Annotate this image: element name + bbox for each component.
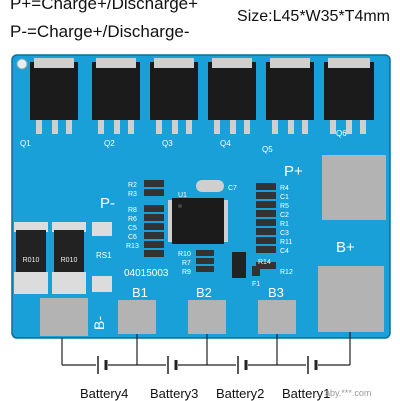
pad-b2 (188, 300, 226, 334)
label-q5: Q5 (262, 145, 273, 154)
label-c3: C3 (280, 230, 289, 237)
label-r14: R14 (258, 259, 271, 266)
label-r12: R12 (280, 269, 293, 276)
label-c2: C2 (280, 212, 289, 219)
label-r11: R11 (280, 239, 292, 246)
resistor-marking-2: R010 (61, 257, 78, 264)
battery-label-1: Battery1 (282, 386, 331, 401)
label-q3: Q3 (162, 139, 173, 148)
label-b-plus: B+ (336, 239, 355, 256)
pad-b-plus (318, 266, 384, 332)
label-r1: R1 (280, 221, 289, 228)
label-r13: R13 (126, 243, 139, 250)
battery-wiring (61, 332, 351, 366)
lower-smd-group (196, 250, 260, 278)
label-r8: R8 (128, 207, 137, 214)
ic-u1 (168, 198, 228, 244)
right-smd-column (256, 183, 276, 269)
size-label: Size:L45*W35*T4mm (237, 8, 390, 25)
label-r7: R7 (182, 260, 191, 267)
watermark: aby.***.com (325, 388, 372, 398)
battery-label-2: Battery2 (216, 386, 265, 401)
mosfet-q3 (150, 58, 198, 134)
pad-b3 (258, 300, 296, 334)
label-r4: R4 (280, 185, 289, 192)
pad-b-minus (40, 298, 88, 336)
legend-p-minus: P-=Charge+/Discharge- (10, 22, 190, 41)
label-c7: C7 (228, 185, 237, 192)
label-c5: C5 (128, 225, 137, 232)
label-rs1: RS1 (96, 251, 112, 260)
label-r10: R10 (178, 251, 191, 258)
mosfet-q6 (324, 58, 374, 134)
label-q6: Q6 (336, 129, 347, 138)
label-f1: F1 (252, 281, 260, 288)
sense-resistor-2: R010 (52, 222, 86, 294)
pcb-board (12, 55, 390, 338)
mosfet-q4 (208, 58, 256, 134)
label-b3: B3 (268, 285, 284, 300)
legend-p-plus: P+=Charge+/Discharge+ (10, 0, 199, 13)
label-r5: R5 (280, 203, 289, 210)
label-u1: U1 (178, 192, 187, 199)
pad-p-plus (322, 155, 386, 220)
sense-resistor-1: R010 (14, 222, 48, 294)
battery-symbols (97, 356, 318, 374)
label-b-minus: B- (91, 316, 107, 330)
resistor-marking-1: R010 (23, 257, 40, 264)
label-b1: B1 (132, 285, 148, 300)
left-smd-column (144, 180, 164, 257)
label-r2: R2 (128, 182, 137, 189)
mosfet-q1 (30, 58, 78, 134)
label-r6: R6 (128, 216, 137, 223)
label-q2: Q2 (104, 139, 115, 148)
label-p-minus: P- (100, 195, 115, 212)
mounting-hole (16, 58, 28, 70)
label-q1: Q1 (20, 139, 31, 148)
label-b2: B2 (196, 285, 212, 300)
mosfet-q2 (92, 58, 140, 134)
label-r9: R9 (182, 269, 191, 276)
serial-number: 04015003 (124, 268, 169, 279)
mosfet-q5 (266, 58, 314, 134)
label-p-plus: P+ (284, 163, 303, 180)
label-c1: C1 (280, 194, 289, 201)
battery-label-3: Battery3 (150, 386, 199, 401)
battery-label-4: Battery4 (80, 386, 129, 401)
label-r3: R3 (128, 191, 137, 198)
label-c6: C6 (128, 234, 137, 241)
label-c4: C4 (280, 248, 289, 255)
rs1-pad-top (92, 222, 112, 236)
pad-b1 (118, 300, 156, 334)
rs1-pad-bottom (92, 276, 112, 292)
capacitor-c7 (196, 180, 224, 192)
label-q4: Q4 (220, 139, 231, 148)
